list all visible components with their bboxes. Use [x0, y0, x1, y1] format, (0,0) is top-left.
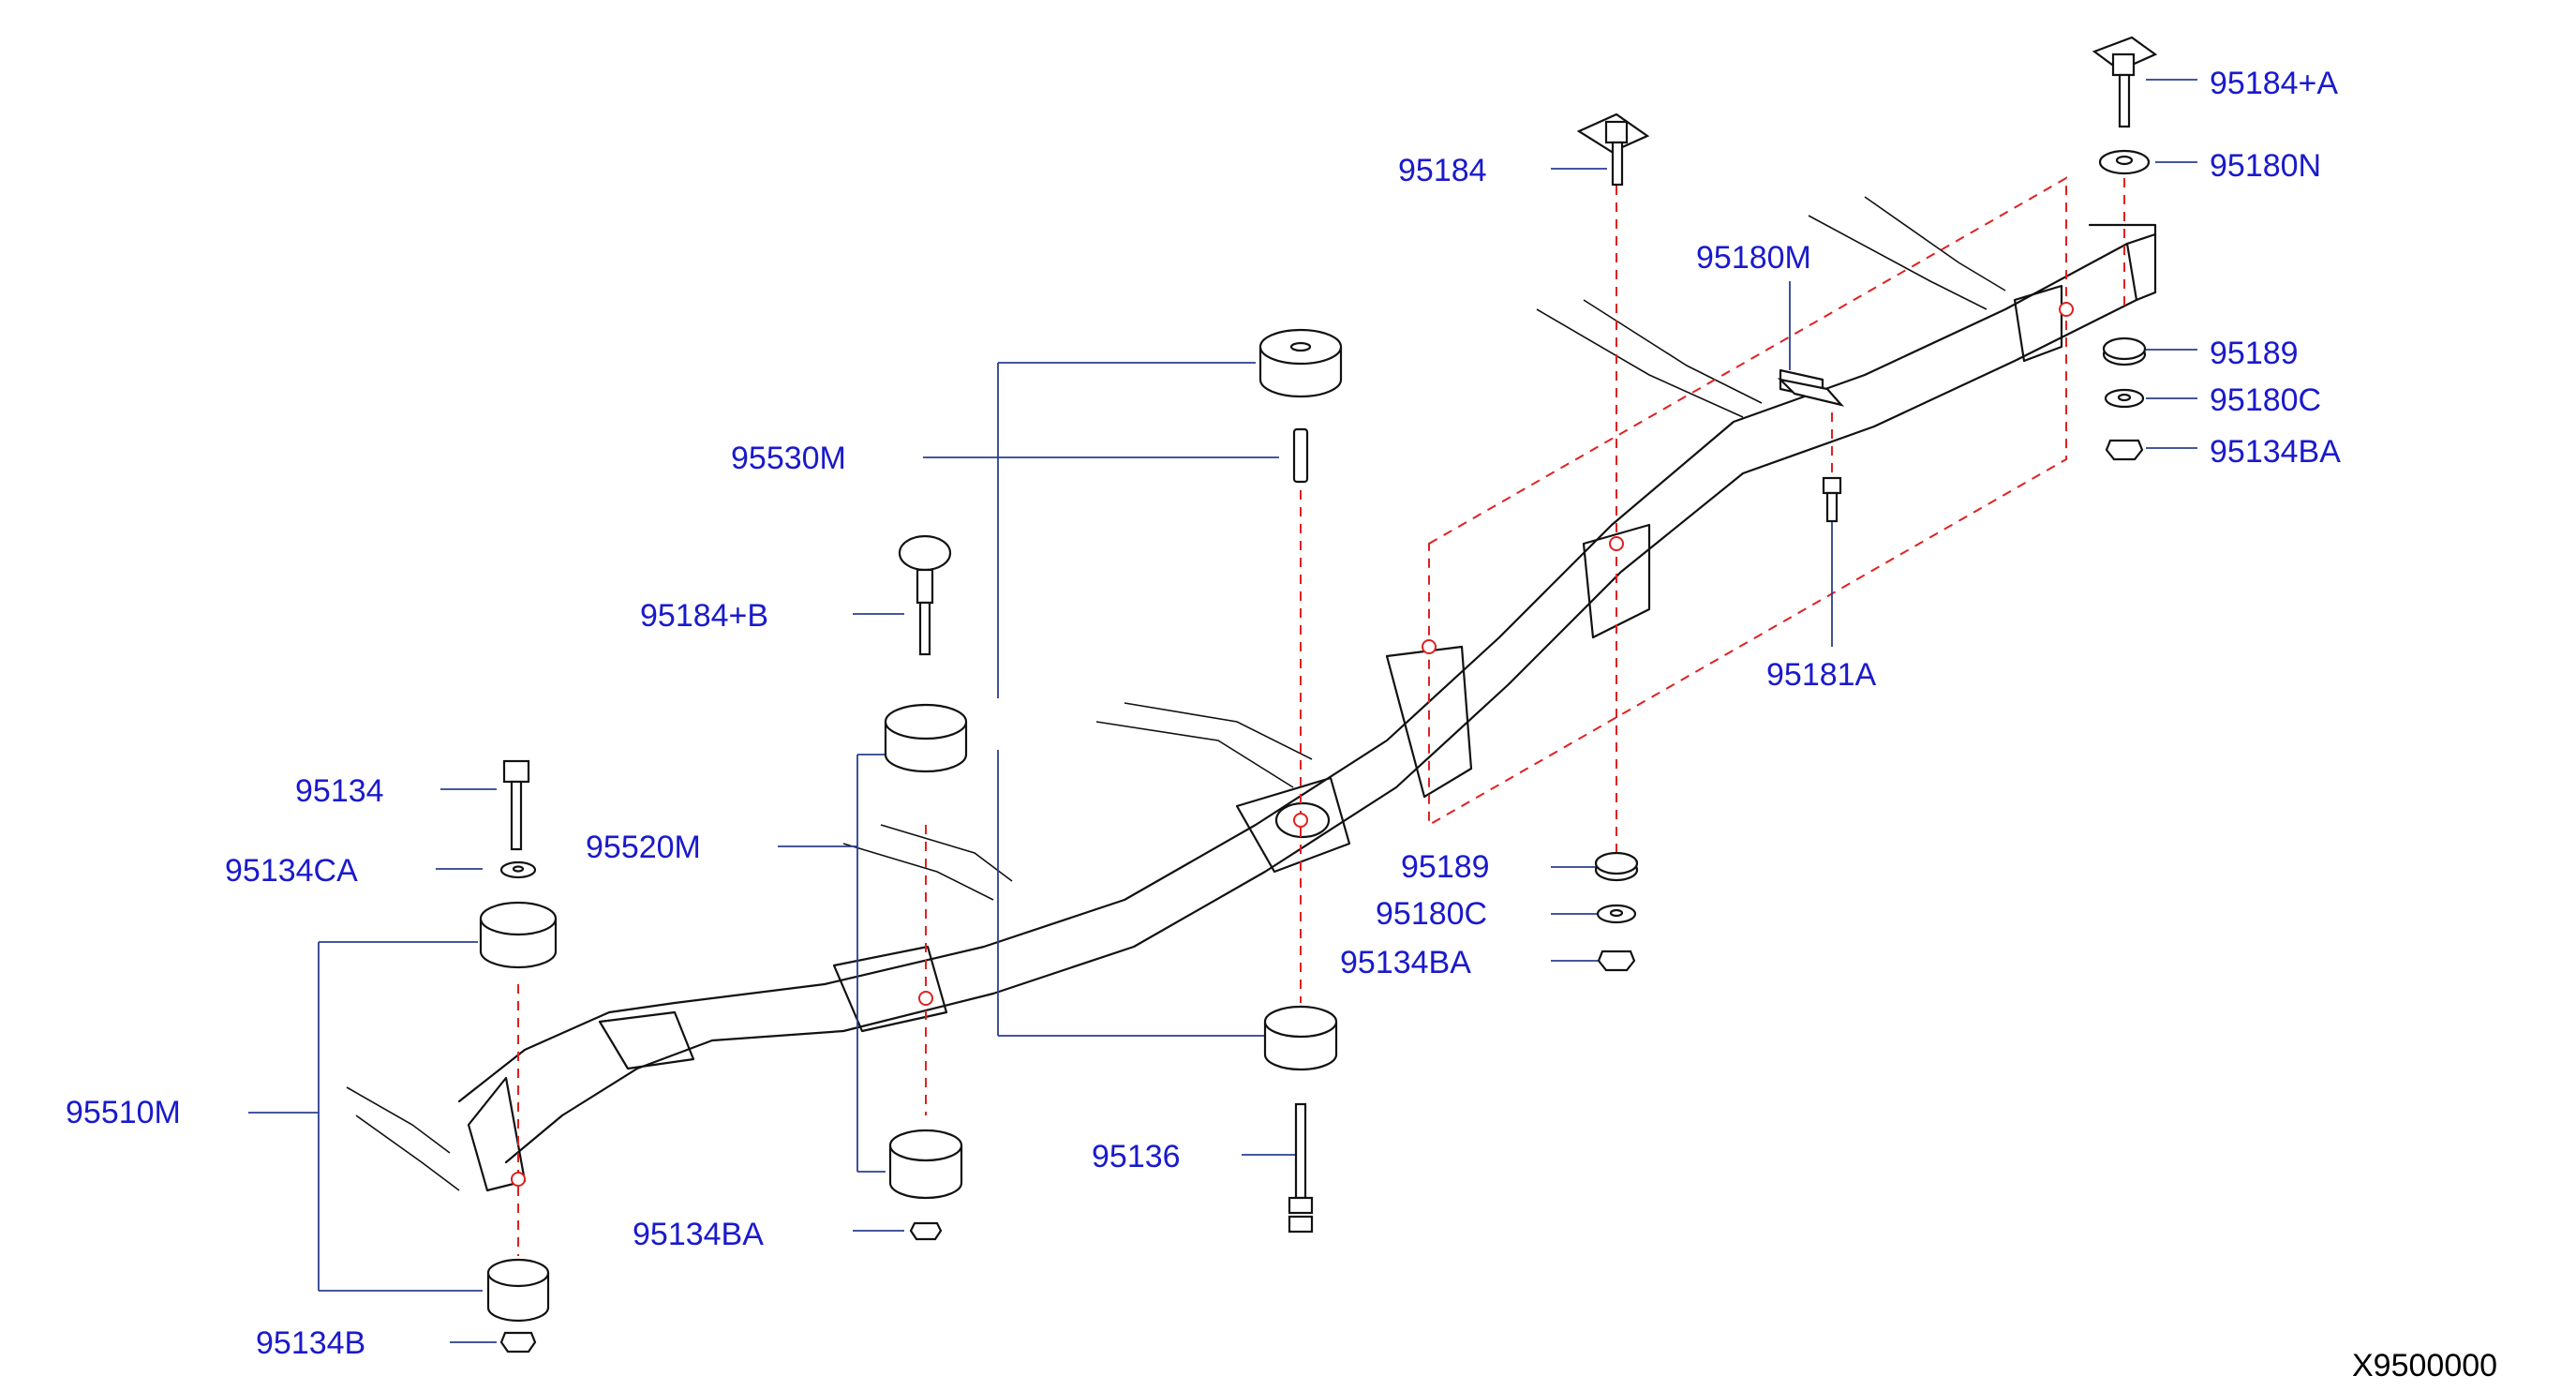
callout-95136: 95136 [1092, 1139, 1181, 1174]
bolt-95184-plus-b [898, 534, 952, 656]
callout-95180N: 95180N [2210, 148, 2322, 184]
cushion-95189-middle [1594, 851, 1639, 882]
diagram-code: X9500000 [2352, 1348, 2498, 1384]
callout-95134: 95134 [295, 773, 384, 809]
washer-95180N [2098, 149, 2151, 175]
callout-95134BA-right: 95134BA [2210, 434, 2341, 470]
callout-95180C-right: 95180C [2210, 382, 2322, 418]
callout-95134BA-middle: 95134BA [1340, 945, 1471, 980]
callout-95184: 95184 [1398, 153, 1487, 188]
chassis-frame-rail [346, 196, 2157, 1192]
bolt-95184-plus-a [2092, 36, 2158, 128]
bolt-95184 [1576, 112, 1650, 187]
washer-95180C-right [2104, 388, 2145, 409]
bolt-95134 [502, 759, 530, 851]
cushion-95520M-lower [888, 1129, 963, 1200]
callout-95520M: 95520M [586, 830, 701, 865]
cushion-95510M-lower [486, 1258, 550, 1323]
callout-95184-plus-a: 95184+A [2210, 66, 2339, 101]
callout-95189-middle: 95189 [1401, 849, 1490, 885]
callout-95180C-middle: 95180C [1376, 896, 1488, 932]
callout-95134BA-left: 95134BA [633, 1217, 764, 1252]
cushion-95510M-upper [479, 901, 558, 969]
bracket-95180M [1777, 378, 1845, 407]
callout-95510M: 95510M [66, 1095, 181, 1130]
callout-95184-plus-b: 95184+B [640, 598, 769, 634]
nut-95134B [499, 1331, 537, 1354]
nut-95134BA-right [2105, 439, 2144, 461]
cushion-95530M-upper [1258, 328, 1343, 398]
nut-95134BA-left [909, 1221, 943, 1241]
assembly-center-lines [511, 169, 2125, 1256]
callout-95181A: 95181A [1766, 657, 1877, 693]
cushion-95530M-lower [1263, 1005, 1338, 1071]
cushion-95520M-upper [884, 703, 968, 773]
leader-lines [248, 79, 2197, 1343]
washer-95180C-middle [1596, 904, 1637, 924]
washer-95134CA [499, 860, 537, 879]
callout-95189-right: 95189 [2210, 336, 2299, 371]
callout-95530M: 95530M [731, 441, 846, 476]
callout-95134B: 95134B [256, 1325, 366, 1361]
bolt-95136 [1288, 1102, 1314, 1234]
bolt-95181A [1822, 476, 1842, 523]
callout-95134CA: 95134CA [225, 853, 358, 889]
sleeve-95530M [1292, 427, 1309, 484]
cushion-95189-right [2102, 337, 2147, 366]
callout-95180M: 95180M [1696, 240, 1811, 276]
nut-95134BA-middle [1597, 950, 1636, 972]
